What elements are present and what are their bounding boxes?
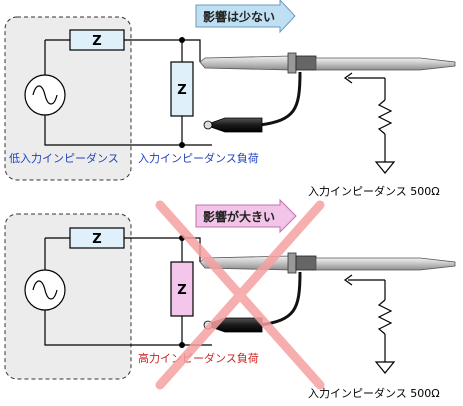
sine-icon — [32, 280, 58, 300]
arrow-bottom — [195, 198, 297, 234]
sine-icon — [32, 85, 58, 105]
arrow-top — [195, 0, 296, 34]
z-series-bottom — [69, 227, 125, 249]
probe-model-bottom — [343, 274, 396, 374]
source-box-bottom — [4, 213, 132, 380]
z-series-bottom-label: Z — [92, 232, 101, 247]
ground-icon — [374, 361, 396, 374]
z-series-top — [69, 29, 125, 51]
arrow-top-label: 影響は少ない — [203, 9, 275, 24]
resistor-icon — [377, 299, 393, 335]
resistor-icon — [377, 99, 393, 135]
source-box-top — [4, 16, 132, 181]
source-label-top: 低入力インピーダンス — [9, 151, 119, 165]
node-dot — [179, 142, 185, 148]
bottom-panel: Z Z 影響が大きい 入力インピーダンス 500Ω 高力インピーダンス負荷 — [4, 198, 456, 400]
z-series-top-label: Z — [92, 34, 101, 49]
top-panel: Z Z 影響は少ない 入 — [4, 0, 456, 198]
ground-icon — [374, 161, 396, 174]
probe-tip-wire-top — [182, 39, 201, 62]
arrow-bottom-label: 影響が大きい — [203, 209, 275, 224]
ground-clip-top — [203, 117, 263, 133]
z-load-top-label: Z — [177, 83, 186, 98]
probe-impedance-top: 入力インピーダンス 500Ω — [308, 184, 440, 198]
probe-impedance-bottom: 入力インピーダンス 500Ω — [308, 386, 440, 400]
node-dot — [179, 342, 185, 348]
z-load-bottom-label: Z — [177, 283, 186, 298]
load-label-bottom: 高力インピーダンス負荷 — [138, 351, 259, 365]
probe-top — [199, 52, 456, 133]
probe-model-top — [343, 72, 396, 174]
z-load-bottom — [170, 261, 194, 317]
cross-mark-icon — [155, 200, 325, 390]
load-label-top: 入力インピーダンス負荷 — [138, 151, 259, 165]
z-load-top — [170, 61, 194, 117]
